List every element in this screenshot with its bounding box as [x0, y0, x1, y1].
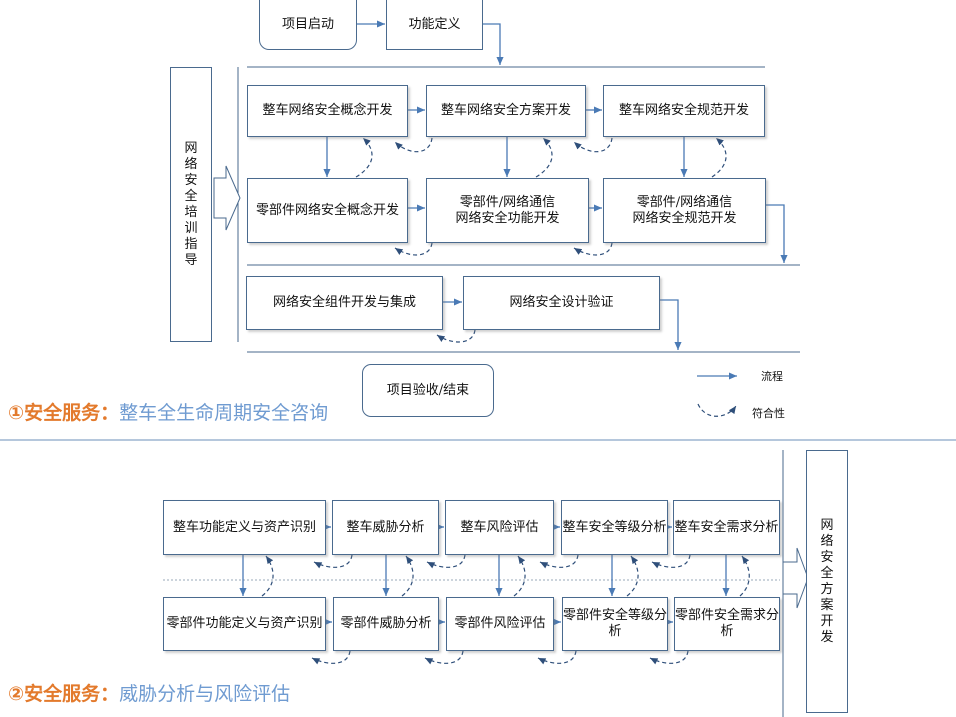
s2-conformance-r2-back-1: [311, 650, 351, 665]
conformance-r2-back-2: [573, 242, 613, 256]
s2-output-box: 网络安全方案开发: [806, 450, 848, 713]
s2-vehicle-requirement-box: 整车安全需求分析: [673, 500, 780, 555]
component-concept-label: 零部件网络安全概念开发: [255, 202, 399, 218]
s2-component-requirement-label: 零部件安全需求分析: [675, 608, 780, 639]
end-box: 项目验收/结束: [362, 364, 494, 417]
end-label: 项目验收/结束: [386, 382, 470, 398]
conformance-r1-back-2: [573, 137, 613, 153]
s2-component-asset-box: 零部件功能定义与资产识别: [163, 597, 326, 651]
s2-vehicle-asset-box: 整车功能定义与资产识别: [163, 500, 326, 555]
vehicle-spec-label: 整车网络安全规范开发: [618, 103, 749, 118]
conformance-r1-up-3: [711, 137, 727, 178]
s2-conformance-r1-back-1: [313, 554, 353, 569]
component-concept-box: 零部件网络安全概念开发: [247, 178, 408, 243]
s2-output-label: 网络安全方案开发: [820, 517, 834, 645]
s2-conformance-up-5: [739, 555, 750, 597]
component-integration-label: 网络安全组件开发与集成: [272, 295, 416, 310]
s2-vehicle-level-box: 整车安全等级分析: [561, 500, 668, 555]
legend-conformance-arrow: [697, 403, 737, 417]
service-2-title: ②安全服务：威胁分析与风险评估: [8, 679, 290, 706]
s2-conformance-r2-back-2: [424, 650, 464, 665]
s2-conformance-r2-back-4: [649, 650, 689, 665]
conformance-r1-up-2: [535, 137, 553, 178]
arrow-funcdef-to-lane: [483, 23, 504, 65]
s2-component-threat-box: 零部件威胁分析: [333, 597, 439, 651]
s2-vehicle-asset-label: 整车功能定义与资产识别: [172, 519, 316, 535]
legend-conformance-label: 符合性: [752, 407, 785, 420]
service-1-label: 安全服务：: [24, 402, 120, 424]
s2-component-asset-label: 零部件功能定义与资产识别: [166, 616, 323, 631]
s2-component-threat-label: 零部件威胁分析: [340, 616, 432, 631]
conformance-r2-back-1: [394, 242, 433, 256]
s2-vehicle-requirement-label: 整车安全需求分析: [674, 519, 779, 535]
function-definition-box: 功能定义: [386, 0, 483, 50]
vehicle-spec-box: 整车网络安全规范开发: [603, 85, 765, 137]
vehicle-scheme-box: 整车网络安全方案开发: [426, 85, 586, 137]
conformance-r3-back: [436, 329, 476, 343]
service-2-number: ②: [8, 683, 25, 705]
s2-conformance-up-4: [626, 555, 639, 597]
s2-component-level-label: 零部件安全等级分析: [563, 608, 668, 639]
s2-component-risk-label: 零部件风险评估: [454, 616, 546, 631]
legend-flow-label: 流程: [761, 370, 783, 383]
s2-vehicle-risk-label: 整车风险评估: [460, 519, 539, 535]
training-block-arrow: [213, 165, 241, 231]
service-1-title: ①安全服务：整车全生命周期安全咨询: [8, 398, 328, 425]
s2-vehicle-risk-box: 整车风险评估: [445, 500, 554, 555]
s2-vehicle-threat-box: 整车威胁分析: [332, 500, 439, 555]
s2-conformance-r1-back-4: [651, 554, 691, 569]
component-spec-box: 零部件/网络通信 网络安全规范开发: [603, 178, 766, 243]
service-1-number: ①: [8, 402, 25, 424]
s2-component-requirement-box: 零部件安全需求分析: [674, 597, 780, 651]
s2-conformance-up-2: [401, 555, 414, 597]
training-label: 网络安全培训指导: [184, 140, 198, 268]
arrow-r2-to-lane3: [766, 204, 788, 263]
start-box: 项目启动: [259, 0, 357, 50]
component-integration-box: 网络安全组件开发与集成: [246, 276, 443, 330]
conformance-r1-up-1: [355, 137, 373, 178]
s2-vehicle-level-label: 整车安全等级分析: [562, 519, 667, 535]
s2-conformance-r1-back-2: [426, 554, 466, 569]
design-verification-box: 网络安全设计验证: [463, 276, 660, 330]
function-definition-label: 功能定义: [408, 16, 461, 32]
component-spec-label: 零部件/网络通信 网络安全规范开发: [632, 194, 737, 226]
s2-conformance-r2-back-3: [537, 650, 577, 665]
vehicle-concept-box: 整车网络安全概念开发: [247, 85, 408, 137]
s2-conformance-r1-back-3: [539, 554, 579, 569]
vehicle-scheme-label: 整车网络安全方案开发: [440, 103, 571, 118]
s2-vehicle-threat-label: 整车威胁分析: [346, 519, 425, 535]
training-box: 网络安全培训指导: [170, 67, 212, 342]
vehicle-concept-label: 整车网络安全概念开发: [262, 103, 393, 118]
s2-component-level-box: 零部件安全等级分析: [562, 597, 668, 651]
s2-component-risk-box: 零部件风险评估: [446, 597, 554, 651]
service-2-label: 安全服务：: [24, 683, 120, 705]
component-function-label: 零部件/网络通信 网络安全功能开发: [455, 194, 560, 226]
component-function-box: 零部件/网络通信 网络安全功能开发: [426, 178, 589, 243]
service-1-desc: 整车全生命周期安全咨询: [119, 402, 329, 424]
s2-conformance-up-1: [261, 555, 274, 597]
start-label: 项目启动: [281, 16, 334, 32]
arrow-r3-to-end: [660, 299, 682, 350]
service-2-desc: 威胁分析与风险评估: [119, 683, 291, 705]
design-verification-label: 网络安全设计验证: [509, 295, 614, 310]
conformance-r1-back-1: [394, 137, 433, 153]
s2-block-arrow: [782, 547, 809, 609]
s2-conformance-up-3: [513, 555, 526, 597]
